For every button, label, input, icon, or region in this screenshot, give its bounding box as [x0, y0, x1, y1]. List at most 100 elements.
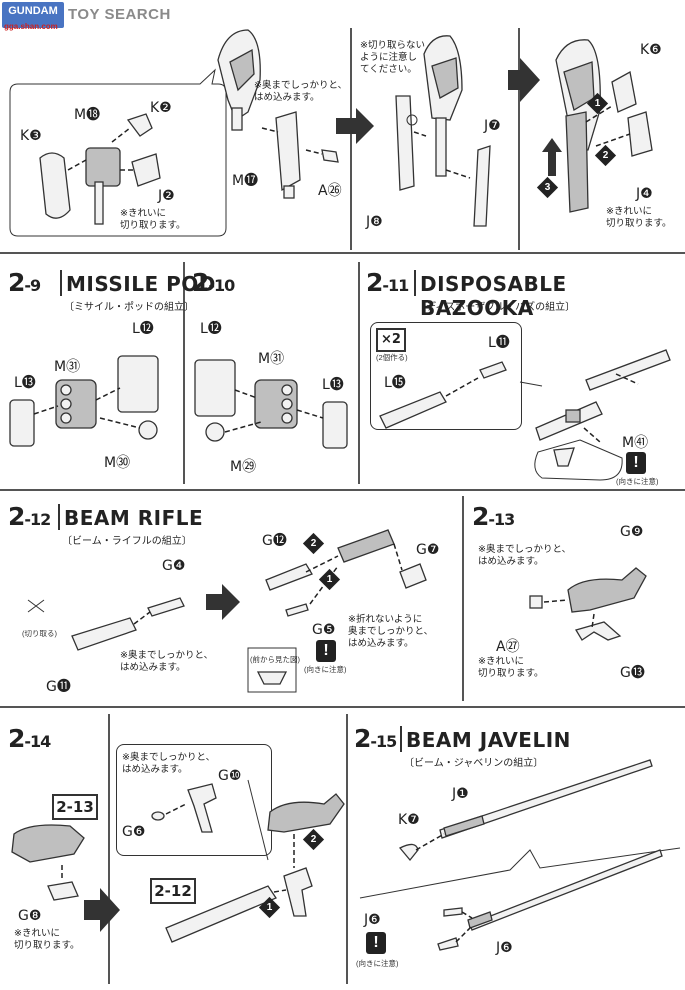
watermark-logo: GUNDAM — [2, 2, 64, 28]
label-g5: G❺ — [312, 622, 336, 638]
section-2-10-diagram — [194, 359, 348, 449]
section-2-14-left-diagram — [11, 824, 85, 901]
note-rifle-insert: ※奥までしっかりと、 はめ込みます。 — [120, 650, 214, 673]
section-2-12-subtitle: 〔ビーム・ライフルの組立〕 — [62, 536, 192, 547]
note-left-insert: ※奥までしっかりと、 はめ込みます。 — [254, 80, 348, 103]
label-g12: G⓬ — [262, 533, 287, 549]
label-g9: G❾ — [620, 524, 644, 540]
section-2-13-diagram — [529, 567, 647, 641]
label-g6: G❻ — [122, 824, 146, 840]
bazooka-subassembly-box — [370, 322, 522, 430]
label-j8: J❽ — [366, 214, 383, 230]
note-mid-caution: ※切り取らない ように注意し てください。 — [360, 40, 425, 75]
label-m31-pod: M㉛ — [54, 359, 81, 375]
label-g10: G❿ — [218, 768, 242, 784]
label-l12-pod: L⓬ — [132, 321, 154, 337]
multiplier-badge: ×2 — [376, 328, 406, 352]
section-2-9-sep — [60, 270, 62, 296]
top-left-diagram — [9, 29, 653, 237]
section-2-9-subtitle: 〔ミサイル・ポッドの組立〕 — [64, 302, 194, 313]
warning-icon-javelin: ! — [366, 932, 386, 954]
label-k7: K❼ — [398, 812, 420, 828]
label-j6-b: J❻ — [496, 940, 513, 956]
warning-note-rifle: (向きに注意) — [304, 665, 347, 674]
divider-top-1 — [350, 28, 352, 250]
rifle-step-1: 1 — [318, 568, 341, 591]
label-l12-b: L⓬ — [200, 321, 222, 337]
label-l13-pod: L⓭ — [14, 375, 36, 391]
ref-box-2-12: 2-12 — [150, 878, 196, 904]
section-2-11-subtitle: 〔ディスポーザブル・バズの組立〕 — [416, 302, 576, 313]
label-m18: M⓲ — [74, 107, 101, 123]
multiplier-note: (2個作る) — [376, 353, 408, 362]
note-right-cut: ※きれいに 切り取ります。 — [606, 206, 672, 229]
section-2-15-title: BEAM JAVELIN — [406, 728, 571, 752]
rifle-step-2: 2 — [302, 532, 325, 555]
watermark-brand: TOY SEARCH — [68, 6, 171, 23]
section-2-9-title: MISSILE POD — [66, 272, 216, 296]
step-badge-2: 2 — [594, 144, 617, 167]
divider-row-3 — [0, 706, 685, 708]
divider-r4-1 — [108, 714, 110, 984]
note-2-13-cut: ※きれいに 切り取ります。 — [478, 656, 544, 679]
label-m41: M㊶ — [622, 435, 649, 451]
label-m29-b: M㉙ — [230, 459, 257, 475]
javelin-diagram — [359, 759, 681, 951]
divider-top-2 — [518, 28, 520, 250]
section-2-9-number: 2-9 — [8, 268, 41, 297]
section-2-11-number: 2-11 — [366, 268, 409, 297]
step-badge-1: 1 — [586, 92, 609, 115]
note-left-cut: ※きれいに 切り取ります。 — [120, 208, 186, 231]
divider-row-1 — [0, 252, 685, 254]
step-2-14-1: 1 — [258, 896, 281, 919]
note-2-14-insert: ※奥までしっかりと、 はめ込みます。 — [122, 752, 216, 775]
watermark-url: gga.shan.com — [4, 22, 58, 31]
section-2-15-subtitle: 〔ビーム・ジャベリンの組立〕 — [404, 758, 544, 769]
section-2-14-number: 2-14 — [8, 724, 51, 753]
label-g4: G❹ — [162, 558, 186, 574]
label-l13-b: L⓭ — [322, 377, 344, 393]
section-2-11-sep — [414, 270, 416, 296]
section-2-13-number: 2-13 — [472, 502, 515, 531]
watermark-logo-text: GUNDAM — [8, 5, 58, 17]
label-a27: A㉗ — [496, 639, 520, 655]
divider-r2-1 — [183, 262, 185, 484]
label-l11: L⓫ — [488, 335, 510, 351]
front-view-note: (前から見た図) — [250, 655, 300, 664]
label-g7: G❼ — [416, 542, 440, 558]
label-k2: K❷ — [150, 100, 172, 116]
divider-r4-2 — [346, 714, 348, 984]
warning-icon-rifle: ! — [316, 640, 336, 662]
divider-row-2 — [0, 489, 685, 491]
label-m30-pod: M㉚ — [104, 455, 131, 471]
section-2-12-title: BEAM RIFLE — [64, 506, 204, 530]
section-2-11-title: DISPOSABLE BAZOOKA — [420, 272, 567, 320]
note-2-14-cut: ※きれいに 切り取ります。 — [14, 928, 80, 951]
warning-note-bazooka: (向きに注意) — [616, 477, 659, 486]
label-m31-b: M㉛ — [258, 351, 285, 367]
cut-note-rifle: (切り取る) — [22, 629, 57, 638]
divider-r2-2 — [358, 262, 360, 484]
section-2-10-number: 2-10 — [192, 268, 235, 297]
label-j7: J❼ — [484, 118, 501, 134]
section-2-15-number: 2-15 — [354, 724, 397, 753]
step-badge-3: 3 — [536, 176, 559, 199]
label-j4: J❹ — [636, 186, 653, 202]
missile-pod-diagram — [9, 355, 159, 447]
note-2-13-insert: ※奥までしっかりと、 はめ込みます。 — [478, 544, 572, 567]
label-j6-a: J❻ — [364, 912, 381, 928]
divider-r3-1 — [462, 496, 464, 701]
label-m17: M⓱ — [232, 173, 259, 189]
section-2-15-sep — [400, 726, 402, 752]
step-2-14-2: 2 — [302, 828, 325, 851]
section-2-12-number: 2-12 — [8, 502, 51, 531]
beam-rifle-diagram — [27, 529, 427, 693]
label-a26: A㉖ — [318, 183, 342, 199]
ref-box-2-13: 2-13 — [52, 794, 98, 820]
label-k3: K❸ — [20, 128, 42, 144]
section-2-14-right-diagram — [84, 779, 345, 943]
label-j2: J❷ — [158, 188, 175, 204]
label-g13: G⓭ — [620, 665, 645, 681]
section-2-12-sep — [58, 504, 60, 530]
label-j1: J❶ — [452, 786, 469, 802]
